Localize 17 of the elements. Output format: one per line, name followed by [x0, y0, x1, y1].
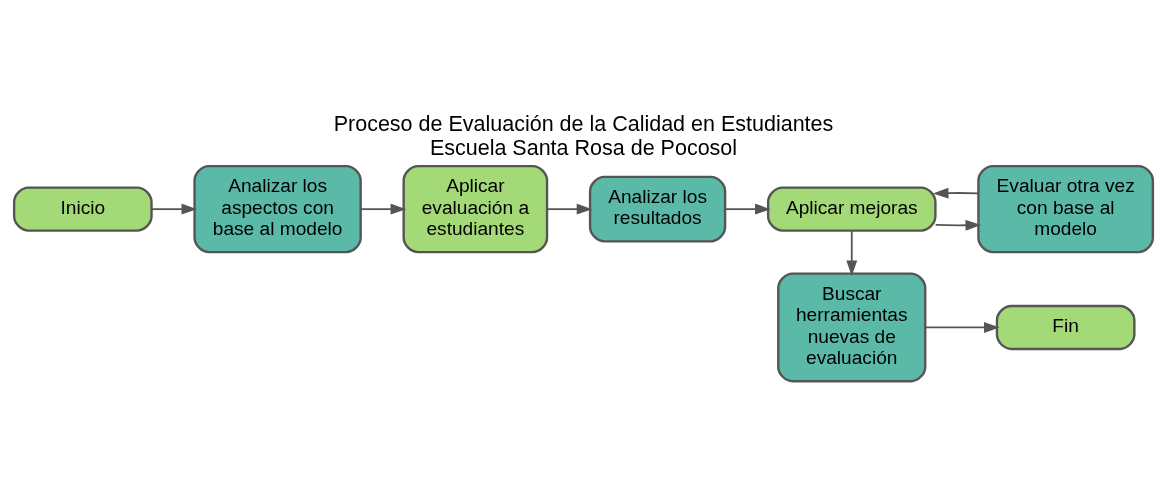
- node-box: Evaluar otra vez con base al modelo: [977, 164, 1155, 253]
- node-box: Analizar los aspectos con base al modelo: [193, 164, 362, 253]
- arrow: [150, 203, 198, 215]
- arrow: [724, 203, 771, 215]
- node-box: Fin: [995, 304, 1136, 350]
- arrow: [360, 203, 407, 215]
- node-box: Analizar los resultados: [588, 175, 727, 243]
- arrow: [924, 321, 1000, 333]
- diagram-title: Proceso de Evaluación de la Calidad en Estudiantes Escuela Santa Rosa de Pocosol: [333, 111, 834, 160]
- node-box: Inicio: [12, 185, 153, 232]
- arrow: [932, 187, 980, 199]
- arrow: [934, 219, 982, 231]
- node-box: Aplicar mejoras: [766, 185, 937, 232]
- node-box: Buscar herramientas nuevas de evaluación: [777, 272, 927, 382]
- arrow: [546, 203, 593, 215]
- node-box: Aplicar evaluación a estudiantes: [402, 164, 549, 253]
- arrow: [846, 229, 858, 276]
